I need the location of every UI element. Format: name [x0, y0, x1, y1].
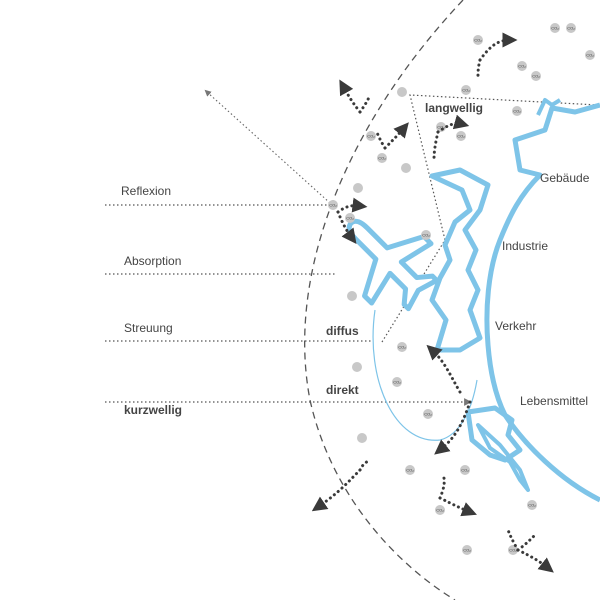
arrow-burst-9b — [438, 496, 477, 517]
co2-molecule-label: CO₂ — [398, 345, 406, 350]
co2-molecule-label: CO₂ — [436, 508, 444, 513]
co2-molecule-label: CO₂ — [367, 134, 375, 139]
gray-dot — [352, 362, 362, 372]
co2-molecule-icon: CO₂ — [405, 465, 415, 475]
co2-molecule-icon: CO₂ — [377, 153, 387, 163]
arrow-burst-10 — [506, 528, 520, 552]
co2-molecule-icon: CO₂ — [435, 505, 445, 515]
arrow-burst-1b — [358, 93, 372, 114]
arrow-burst-4b — [432, 130, 440, 162]
arrow-burst-5b — [476, 58, 482, 78]
arrow-burst-9 — [438, 472, 446, 500]
co2-molecule-label: CO₂ — [346, 216, 354, 221]
arrow-burst-8b — [358, 458, 372, 472]
co2-molecule-label: CO₂ — [463, 548, 471, 553]
co2-molecule-label: CO₂ — [406, 468, 414, 473]
city-food-block[interactable] — [476, 423, 530, 492]
co2-molecule-icon: CO₂ — [421, 230, 431, 240]
co2-molecule-label: CO₂ — [461, 468, 469, 473]
arrow-burst-6 — [426, 344, 462, 394]
co2-molecule-icon: CO₂ — [566, 23, 576, 33]
co2-molecule-icon: CO₂ — [462, 545, 472, 555]
co2-molecule-label: CO₂ — [518, 64, 526, 69]
label-streuung: Streuung — [124, 321, 173, 335]
gray-dot — [357, 433, 367, 443]
arrow-burst-7 — [434, 400, 472, 455]
gray-dot — [353, 183, 363, 193]
co2-molecule-icon: CO₂ — [508, 545, 518, 555]
co2-molecule-icon: CO₂ — [423, 409, 433, 419]
co2-molecule-label: CO₂ — [509, 548, 517, 553]
arrow-burst-3b — [336, 210, 357, 245]
emission-arrows — [311, 32, 554, 573]
label-kurzwellig: kurzwellig — [124, 403, 182, 417]
arrow-burst-4 — [436, 114, 470, 134]
label-diffus: diffus — [326, 324, 359, 338]
co2-molecule-label: CO₂ — [457, 134, 465, 139]
city-outline[interactable] — [484, 102, 600, 503]
co2-molecule-label: CO₂ — [586, 53, 594, 58]
co2-molecule-label: CO₂ — [551, 26, 559, 31]
co2-molecule-label: CO₂ — [437, 125, 445, 130]
city-building-left[interactable] — [429, 167, 491, 353]
co2-molecule-icon: CO₂ — [473, 35, 483, 45]
arrow-burst-3 — [336, 197, 368, 214]
co2-molecule-icon: CO₂ — [392, 377, 402, 387]
co2-molecule-icon: CO₂ — [460, 465, 470, 475]
city-vehicle[interactable] — [465, 405, 523, 463]
label-absorption: Absorption — [124, 254, 181, 268]
co2-molecule-icon: CO₂ — [531, 71, 541, 81]
gray-dot — [347, 291, 357, 301]
co2-molecules: CO₂ CO₂ CO₂ CO₂ CO₂ CO₂ CO₂ CO₂ CO₂ CO₂ CO₂ CO₂ CO₂ C… — [328, 23, 595, 555]
arrow-burst-2 — [383, 122, 409, 150]
arrow-burst-8 — [311, 468, 362, 512]
co2-molecule-label: CO₂ — [567, 26, 575, 31]
co2-molecule-icon: CO₂ — [345, 213, 355, 223]
arrow-burst-2b — [374, 128, 387, 150]
reflexion-reflected-ray — [204, 89, 331, 204]
label-direkt: direkt — [326, 383, 359, 397]
co2-molecule-label: CO₂ — [474, 38, 482, 43]
co2-molecule-icon: CO₂ — [328, 200, 338, 210]
arrow-burst-10c — [516, 534, 536, 552]
co2-molecule-icon: CO₂ — [517, 61, 527, 71]
sector-verkehr: Verkehr — [495, 319, 536, 333]
sector-industrie: Industrie — [502, 239, 548, 253]
city-top-bracket[interactable] — [536, 98, 562, 116]
co2-molecule-label: CO₂ — [393, 380, 401, 385]
sector-lebensmittel: Lebensmittel — [520, 394, 588, 408]
co2-molecule-label: CO₂ — [513, 109, 521, 114]
arrow-burst-10b — [516, 548, 554, 573]
label-reflexion: Reflexion — [121, 184, 171, 198]
co2-molecule-icon: CO₂ — [461, 85, 471, 95]
co2-molecule-icon: CO₂ — [585, 50, 595, 60]
co2-molecule-icon: CO₂ — [456, 131, 466, 141]
gray-dots — [347, 87, 411, 443]
co2-molecule-label: CO₂ — [424, 412, 432, 417]
langwellig-outline — [381, 94, 599, 343]
co2-molecule-label: CO₂ — [532, 74, 540, 79]
co2-molecule-icon: CO₂ — [366, 131, 376, 141]
co2-molecule-icon: CO₂ — [436, 122, 446, 132]
co2-molecule-label: CO₂ — [329, 203, 337, 208]
co2-molecule-label: CO₂ — [378, 156, 386, 161]
co2-molecule-label: CO₂ — [422, 233, 430, 238]
arrow-burst-5 — [478, 32, 518, 62]
arrow-burst-1 — [339, 79, 362, 114]
co2-molecule-label: CO₂ — [462, 88, 470, 93]
co2-molecule-icon: CO₂ — [527, 500, 537, 510]
atmosphere-boundary — [304, 0, 464, 600]
sector-gebaeude: Gebäude — [540, 171, 590, 185]
co2-molecule-icon: CO₂ — [397, 342, 407, 352]
co2-molecule-icon: CO₂ — [512, 106, 522, 116]
label-langwellig: langwellig — [425, 101, 483, 115]
co2-molecule-icon: CO₂ — [550, 23, 560, 33]
gray-dot — [397, 87, 407, 97]
co2-molecule-label: CO₂ — [528, 503, 536, 508]
gray-dot — [401, 163, 411, 173]
